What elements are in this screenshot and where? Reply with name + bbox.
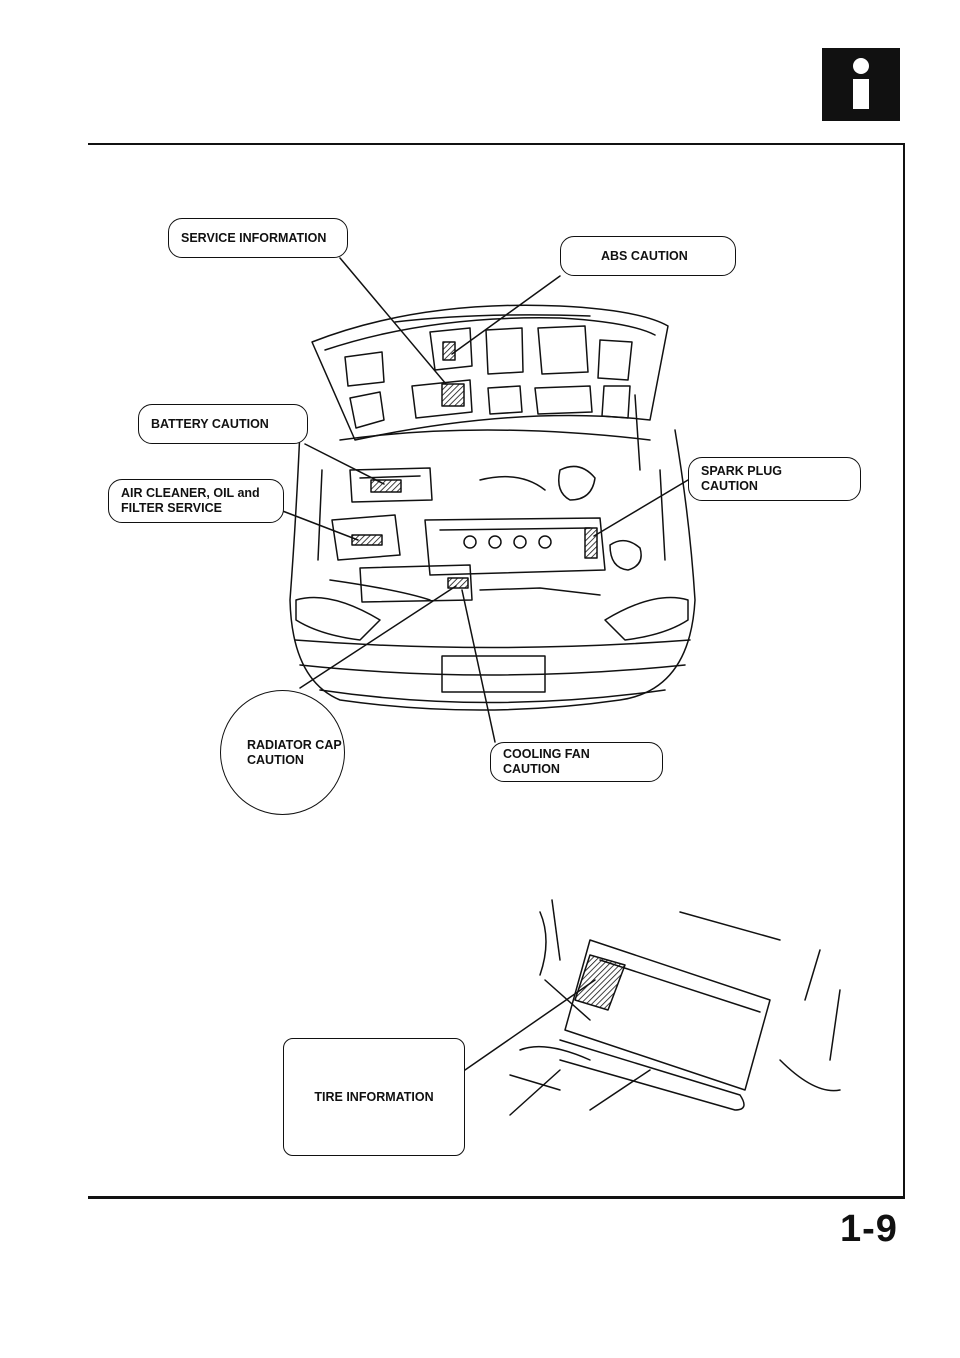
hood-panel (597, 339, 633, 381)
air-cleaner (331, 514, 401, 561)
callout-cooling-fan-caution: COOLING FAN CAUTION (490, 742, 663, 782)
hood-outline (311, 304, 669, 441)
page-number: 1-9 (840, 1208, 898, 1250)
glove-box-lid (564, 939, 771, 1091)
engine-block (424, 517, 606, 576)
callout-radiator-cap-caution: RADIATOR CAP CAUTION (220, 690, 345, 815)
hood-panel (429, 327, 473, 371)
callout-spark-plug-caution: SPARK PLUG CAUTION (688, 457, 861, 501)
battery (349, 467, 433, 503)
hood-panel (487, 385, 523, 415)
radiator-area (359, 564, 473, 603)
reservoir (609, 539, 642, 571)
callout-tire-information: TIRE INFORMATION (283, 1038, 465, 1156)
hood-panel (344, 351, 385, 387)
hood-panel (349, 391, 385, 429)
frame-top-rule (88, 143, 905, 145)
callout-service-information: SERVICE INFORMATION (168, 218, 348, 258)
frame-right-rule (903, 143, 905, 1198)
hood-panel (411, 379, 473, 419)
callout-air-cleaner-service: AIR CLEANER, OIL and FILTER SERVICE (108, 479, 284, 523)
callout-battery-caution: BATTERY CAUTION (138, 404, 308, 444)
hood-panel (601, 385, 631, 419)
license-plate (441, 655, 546, 693)
hood-panel (534, 385, 593, 415)
headlight-left (295, 596, 381, 641)
hood-panel (537, 325, 589, 375)
hood-panel (485, 327, 524, 375)
info-icon (822, 48, 900, 121)
frame-bottom-rule (88, 1196, 905, 1199)
glove-box-bin (559, 1039, 745, 1111)
headlight-right (604, 596, 689, 641)
callout-abs-caution: ABS CAUTION (560, 236, 736, 276)
